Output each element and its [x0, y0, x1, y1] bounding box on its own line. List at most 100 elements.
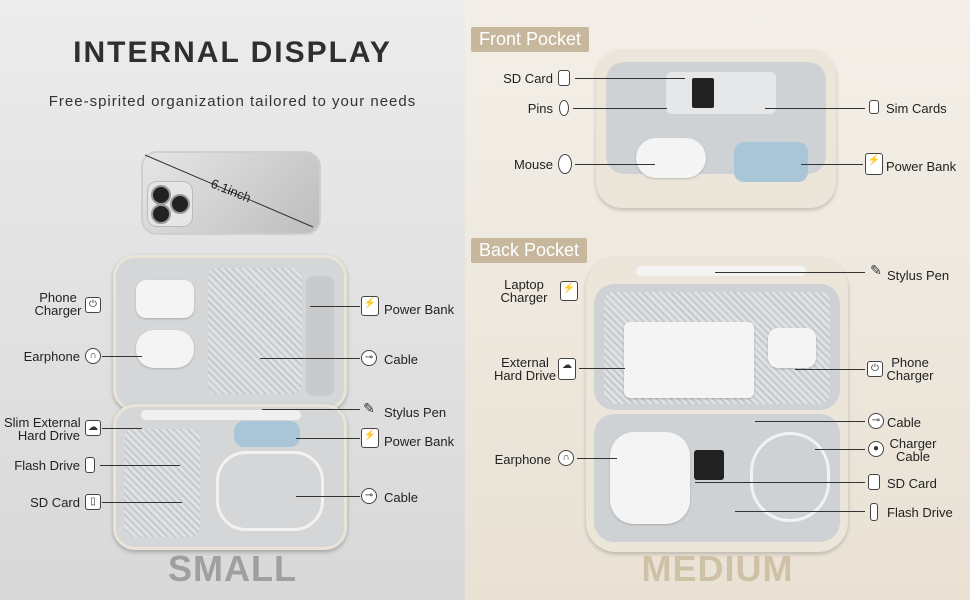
camera-lens-icon — [170, 194, 190, 214]
power-bank-icon: ⚡ — [865, 153, 883, 175]
connector-line — [575, 78, 685, 79]
connector-line — [262, 409, 360, 410]
label-earphone: Earphone — [23, 349, 80, 364]
sd-card-image — [694, 450, 724, 480]
cable-coil-image — [750, 432, 830, 522]
subtitle: Free-spirited organization tailored to y… — [48, 93, 417, 110]
sd-card-image — [692, 78, 714, 108]
label-sd-card: SD Card — [30, 495, 80, 510]
cable-icon: ⊸ — [361, 488, 377, 504]
front-pocket-tag: Front Pocket — [471, 27, 590, 52]
stylus-pen-image — [141, 410, 301, 420]
back-pocket-case — [586, 258, 848, 552]
external-hdd-image — [624, 322, 754, 398]
connector-line — [579, 368, 625, 369]
phone-charger-image — [136, 280, 194, 318]
earbuds-icon: ∩ — [85, 348, 101, 364]
label-sd-card-top: SD Card — [503, 71, 553, 86]
label-phone-charger: Phone Charger — [34, 290, 82, 318]
power-bank-icon: ⚡ — [361, 428, 379, 448]
back-upper-lining — [594, 284, 840, 410]
label-flash-drive: Flash Drive — [14, 458, 80, 473]
power-bank-icon: ⚡ — [361, 296, 379, 316]
connector-line — [801, 164, 863, 165]
phone-image — [141, 151, 321, 235]
small-case-top — [113, 255, 347, 411]
sd-card-icon — [558, 70, 570, 86]
connector-line — [577, 458, 617, 459]
connector-line — [296, 496, 360, 497]
label-cable-bottom: Cable — [384, 490, 418, 505]
front-pocket-lining — [606, 62, 826, 182]
connector-line — [695, 482, 865, 483]
connector-line — [735, 511, 865, 512]
small-case-bottom — [113, 404, 347, 550]
plug-icon: ⏻ — [867, 361, 883, 377]
label-earphone: Earphone — [494, 452, 551, 467]
size-small-label: SMALL — [168, 548, 297, 589]
label-power-bank-top: Power Bank — [384, 302, 455, 317]
stylus-pen-image — [636, 266, 806, 276]
label-phone-charger: Phone Charger — [886, 355, 934, 383]
label-power-bank: Power Bank — [886, 159, 957, 174]
label-mouse: Mouse — [513, 157, 553, 172]
mouse-icon — [558, 154, 572, 174]
connector-line — [296, 438, 360, 439]
connector-line — [715, 272, 865, 273]
label-sd-card-bottom: SD Card — [887, 476, 937, 491]
connector-line — [573, 108, 667, 109]
power-bank-image — [734, 142, 808, 182]
label-external-hdd: External Hard Drive — [493, 355, 557, 383]
card-slots — [666, 72, 776, 114]
mouse-image — [636, 138, 706, 178]
connector-line — [575, 164, 655, 165]
front-pocket-case — [596, 50, 836, 208]
power-bank-slot — [306, 276, 334, 396]
sim-card-icon — [869, 100, 879, 114]
cable-icon: ⊸ — [868, 413, 884, 429]
label-cable-top: Cable — [384, 352, 418, 367]
connector-line — [755, 421, 865, 422]
plug-icon: ⏻ — [85, 297, 101, 313]
title: INTERNAL DISPLAY — [73, 36, 392, 69]
pin-icon — [559, 100, 569, 116]
camera-module — [147, 181, 193, 227]
pen-icon: ✎ — [363, 400, 375, 416]
label-slim-hdd: Slim External Hard Drive — [4, 415, 81, 443]
connector-line — [260, 358, 360, 359]
cloud-icon: ☁ — [558, 358, 576, 380]
connector-line — [100, 465, 180, 466]
back-pocket-tag: Back Pocket — [471, 238, 588, 263]
connector-line — [102, 502, 182, 503]
label-stylus-pen: Stylus Pen — [887, 268, 950, 283]
medium-panel: Front Pocket SD Card Pins Mouse Sim Card… — [465, 0, 970, 600]
label-cable: Cable — [887, 415, 921, 430]
connector-line — [310, 306, 360, 307]
sd-card-icon: ▯ — [85, 494, 101, 510]
connector-line — [102, 428, 142, 429]
cable-coil-image — [216, 451, 324, 531]
label-laptop-charger: Laptop Charger — [500, 277, 548, 305]
label-stylus-pen: Stylus Pen — [384, 405, 447, 420]
flash-drive-icon — [870, 503, 878, 521]
cloud-icon: ☁ — [85, 420, 101, 436]
earbuds-icon: ∩ — [558, 450, 574, 466]
flash-drive-icon — [85, 457, 95, 473]
camera-lens-icon — [151, 204, 171, 224]
mesh-pocket — [124, 429, 200, 537]
label-power-bank-bottom: Power Bank — [384, 434, 455, 449]
charger-cable-icon: ● — [868, 441, 884, 457]
label-charger-cable: Charger Cable — [889, 436, 937, 464]
laptop-charger-icon: ⚡ — [560, 281, 578, 301]
cable-icon: ⊸ — [361, 350, 377, 366]
sd-card-icon — [868, 474, 880, 490]
back-lower-lining — [594, 414, 840, 542]
label-pins: Pins — [527, 101, 553, 116]
small-panel: INTERNAL DISPLAY Free-spirited organizat… — [0, 0, 465, 600]
earphone-image — [610, 432, 690, 524]
earphone-case-image — [136, 330, 194, 368]
connector-line — [815, 449, 865, 450]
mesh-pocket — [208, 268, 302, 394]
connector-line — [795, 369, 865, 370]
power-bank-image — [234, 421, 300, 447]
